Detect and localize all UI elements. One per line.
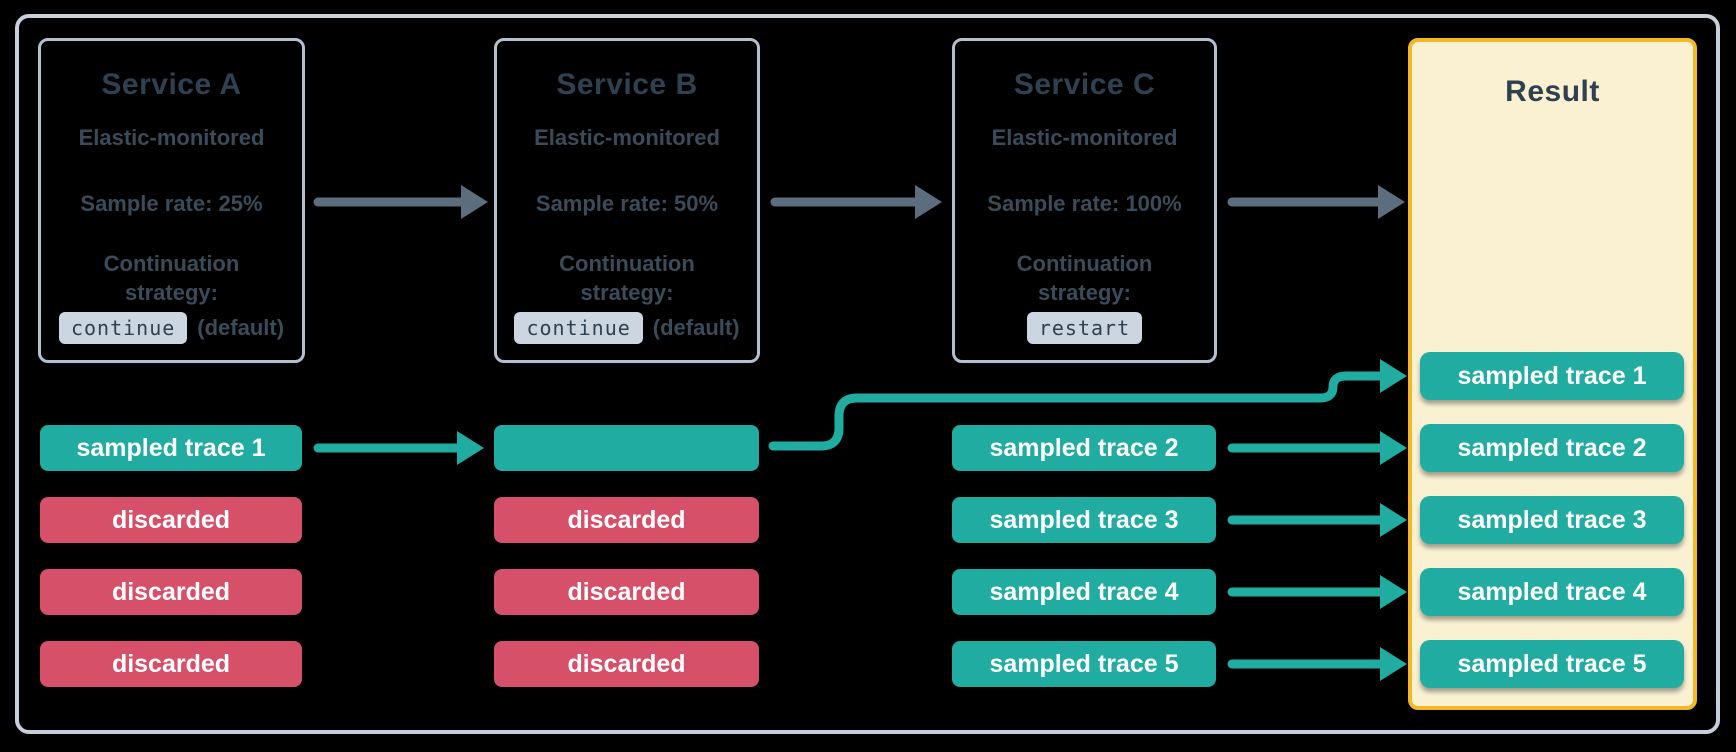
- service-a-box: Service A Elastic-monitored Sample rate:…: [38, 38, 305, 363]
- lane-b-discarded-1: discarded: [494, 497, 759, 543]
- service-a-strategy-chip: continue: [58, 312, 188, 344]
- service-c-title: Service C: [1013, 68, 1156, 101]
- service-a-sample-rate: Sample rate: 25%: [80, 191, 263, 216]
- service-b-continuation-label: Continuation: [559, 251, 695, 276]
- service-c-strategy-label: strategy:: [1038, 280, 1131, 305]
- lane-c-sampled-trace-2: sampled trace 2: [952, 425, 1216, 471]
- service-c-box: Service C Elastic-monitored Sample rate:…: [952, 38, 1217, 363]
- diagram-outer-frame: [15, 14, 1720, 734]
- lane-b-sampled-trace-unlabeled: [494, 425, 759, 471]
- lane-b-discarded-3: discarded: [494, 641, 759, 687]
- service-a-title: Service A: [101, 68, 242, 101]
- result-sampled-trace-5: sampled trace 5: [1420, 640, 1684, 688]
- lane-b-discarded-2: discarded: [494, 569, 759, 615]
- lane-a-sampled-trace-1: sampled trace 1: [40, 425, 302, 471]
- service-c-continuation-label: Continuation: [1016, 251, 1153, 276]
- service-c-strategy-row: restart: [955, 312, 1214, 344]
- lane-c-sampled-trace-4: sampled trace 4: [952, 569, 1216, 615]
- service-c-strategy-chip: restart: [1026, 312, 1143, 344]
- service-b-strategy-suffix: (default): [652, 315, 740, 340]
- result-title: Result: [1505, 75, 1600, 108]
- service-a-strategy-label: strategy:: [125, 280, 218, 305]
- service-c-subtitle: Elastic-monitored: [991, 125, 1178, 150]
- lane-c-sampled-trace-5: sampled trace 5: [952, 641, 1216, 687]
- result-sampled-trace-3: sampled trace 3: [1420, 496, 1684, 544]
- service-a-strategy-row: continue (default): [41, 312, 302, 344]
- service-c-sample-rate: Sample rate: 100%: [987, 191, 1182, 216]
- service-a-subtitle: Elastic-monitored: [78, 125, 265, 150]
- lane-a-discarded-3: discarded: [40, 641, 302, 687]
- service-b-strategy-label: strategy:: [580, 280, 674, 305]
- service-a-continuation-label: Continuation: [103, 251, 240, 276]
- service-b-subtitle: Elastic-monitored: [534, 125, 720, 150]
- service-b-box: Service B Elastic-monitored Sample rate:…: [494, 38, 760, 363]
- lane-a-discarded-2: discarded: [40, 569, 302, 615]
- service-a-strategy-suffix: (default): [197, 315, 285, 340]
- result-sampled-trace-2: sampled trace 2: [1420, 424, 1684, 472]
- result-panel: Result sampled trace 1 sampled trace 2 s…: [1408, 38, 1697, 710]
- result-sampled-trace-1: sampled trace 1: [1420, 352, 1684, 400]
- service-b-strategy-row: continue (default): [497, 312, 757, 344]
- lane-c-sampled-trace-3: sampled trace 3: [952, 497, 1216, 543]
- service-b-sample-rate: Sample rate: 50%: [535, 191, 719, 216]
- service-b-strategy-chip: continue: [514, 312, 643, 344]
- lane-a-discarded-1: discarded: [40, 497, 302, 543]
- result-sampled-trace-4: sampled trace 4: [1420, 568, 1684, 616]
- service-b-title: Service B: [556, 68, 698, 101]
